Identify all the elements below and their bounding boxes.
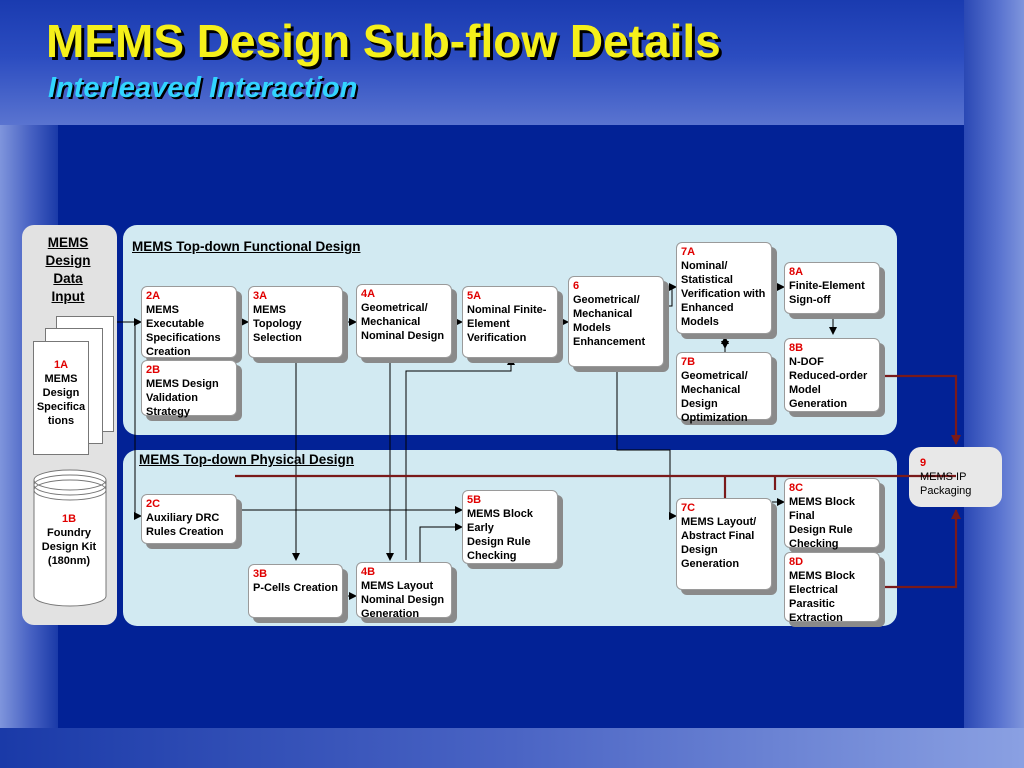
node-id: 8A [789, 266, 804, 278]
node-id: 8C [789, 482, 804, 494]
step-7b-box: 7B Geometrical/ Mechanical Design Optimi… [676, 352, 772, 424]
node-id: 3A [253, 290, 268, 302]
node-id: 5A [467, 290, 482, 302]
step-8a-box: 8A Finite-Element Sign-off [784, 262, 880, 314]
arrow-4b-5b [419, 523, 463, 562]
node-text: MEMS IP Packaging [920, 471, 972, 497]
step-5a-box: 5A Nominal Finite- Element Verification [462, 286, 558, 358]
right-border [964, 0, 1024, 768]
feedback-8d-9 [880, 509, 961, 589]
node-id: 3B [253, 568, 268, 580]
header-band [0, 0, 1024, 125]
node-text: MEMS Block Electrical Parasitic Extracti… [789, 570, 856, 624]
step-9-ip-packaging: 9 MEMS IP Packaging [916, 454, 996, 500]
arrow-4b-5a [405, 357, 515, 560]
step-4a-box: 4A Geometrical/ Mechanical Nominal Desig… [356, 284, 452, 358]
node-text: MEMS Layout Nominal Design Generation [361, 580, 445, 620]
node-id: 7A [681, 246, 696, 258]
node-id: 2C [146, 498, 161, 510]
step-5b-box: 5B MEMS Block Early Design Rule Checking [462, 490, 558, 564]
node-text: MEMS Block Early Design Rule Checking [467, 508, 534, 562]
step-2c-box: 2C Auxiliary DRC Rules Creation [141, 494, 237, 544]
node-text: Finite-Element Sign-off [789, 280, 865, 306]
node-text: MEMS Topology Selection [253, 304, 302, 344]
node-text: Nominal/ Statistical Verification with E… [681, 260, 766, 328]
design-data-input-title: MEMS Design Data Input [45, 235, 91, 304]
slide-subtitle: Interleaved Interaction [48, 72, 358, 104]
node-text: Geometrical/ Mechanical Design Optimizat… [681, 370, 748, 424]
step-2b-box: 2B MEMS Design Validation Strategy [141, 360, 237, 418]
node-text: Geometrical/ Mechanical Models Enhanceme… [573, 294, 646, 348]
node-id: 2B [146, 364, 161, 376]
step-8b-box: 8B N-DOF Reduced-order Model Generation [784, 338, 880, 412]
node-text: Nominal Finite- Element Verification [467, 304, 547, 344]
step-7c-box: 7C MEMS Layout/ Abstract Final Design Ge… [676, 498, 772, 590]
node-text: MEMS Block Final Design Rule Checking [789, 496, 856, 550]
arrow-6-7a [664, 283, 677, 307]
bottom-border [0, 728, 1024, 768]
node-text: MEMS Design Validation Strategy [146, 378, 219, 418]
foundry-design-kit: 1B Foundry Design Kit (180nm) [30, 512, 108, 568]
node-id: 7C [681, 502, 696, 514]
node-text: MEMS Executable Specifications Creation [146, 304, 221, 358]
node-id: 7B [681, 356, 696, 368]
node-text: Geometrical/ Mechanical Nominal Design [361, 302, 445, 342]
foundry-kit-cylinder-icon [33, 469, 107, 607]
functional-design-label: MEMS Top-down Functional Design [132, 239, 361, 254]
node-id: 1A [53, 359, 69, 371]
step-2a-box: 2A MEMS Executable Specifications Creati… [141, 286, 237, 358]
node-id: 9 [920, 457, 927, 469]
node-id: 5B [467, 494, 482, 506]
node-text: MEMS Design Specifica tions [36, 373, 86, 427]
node-id: 6 [573, 280, 580, 292]
node-id: 8B [789, 342, 804, 354]
node-id: 1B [61, 513, 77, 525]
step-7a-box: 7A Nominal/ Statistical Verification wit… [676, 242, 772, 334]
feedback-8b-9 [880, 374, 961, 445]
node-id: 4A [361, 288, 376, 300]
node-id: 2A [146, 290, 161, 302]
node-id: 4B [361, 566, 376, 578]
node-text: MEMS Layout/ Abstract Final Design Gener… [681, 516, 757, 570]
step-8d-box: 8D MEMS Block Electrical Parasitic Extra… [784, 552, 880, 624]
step-4b-box: 4B MEMS Layout Nominal Design Generation [356, 562, 452, 620]
design-specifications-doc: 1A MEMS Design Specifica tions [33, 341, 89, 455]
node-text: P-Cells Creation [253, 582, 338, 594]
slide-title: MEMS Design Sub-flow Details [46, 15, 721, 67]
physical-design-label: MEMS Top-down Physical Design [139, 452, 355, 467]
step-3b-box: 3B P-Cells Creation [248, 564, 343, 618]
arrow-6-7c [616, 367, 677, 520]
node-text: N-DOF Reduced-order Model Generation [789, 356, 868, 410]
step-3a-box: 3A MEMS Topology Selection [248, 286, 343, 358]
node-text: Auxiliary DRC Rules Creation [146, 512, 224, 538]
arrow-1a-2c [134, 322, 142, 520]
step-6-box: 6 Geometrical/ Mechanical Models Enhance… [568, 276, 664, 367]
step-8c-box: 8C MEMS Block Final Design Rule Checking [784, 478, 880, 550]
node-id: 8D [789, 556, 804, 568]
node-text: Foundry Design Kit (180nm) [41, 527, 97, 567]
